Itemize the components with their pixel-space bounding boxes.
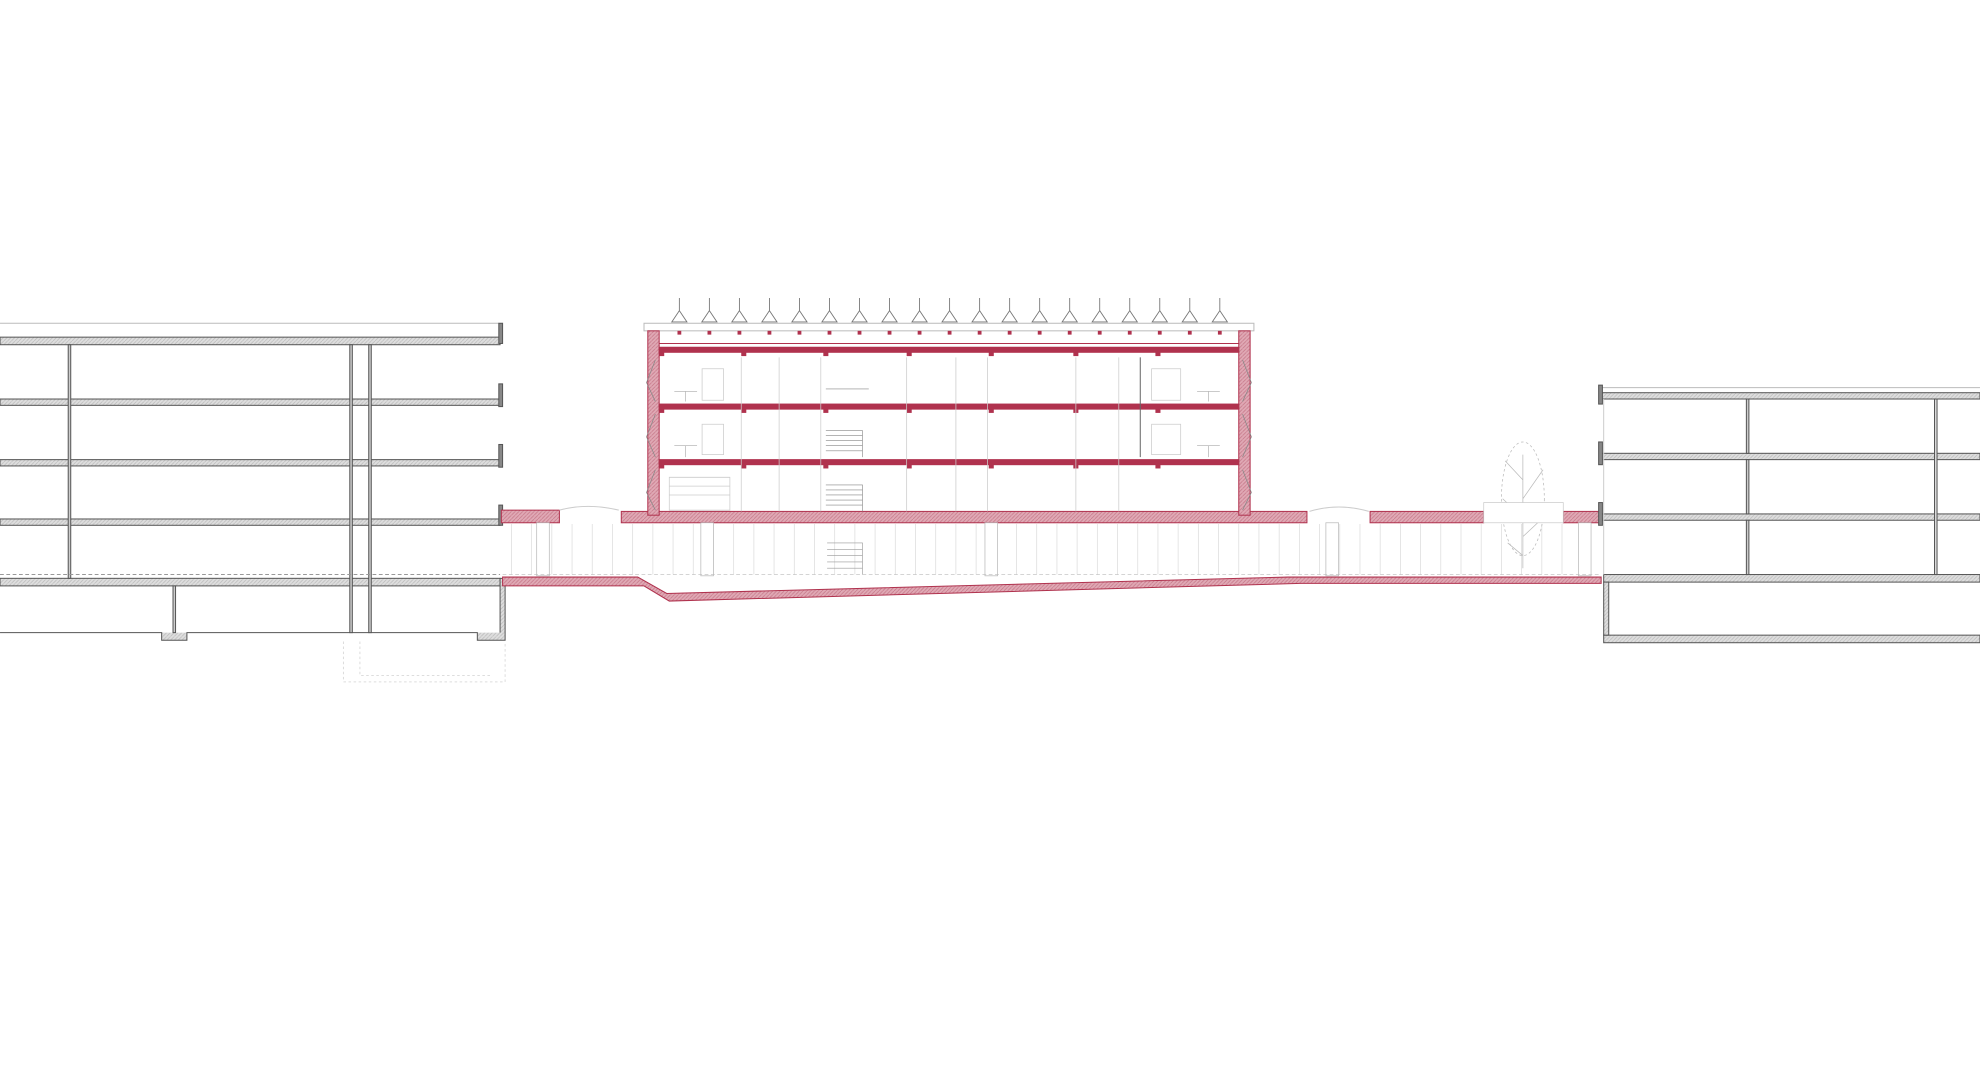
roof-fin xyxy=(941,298,958,323)
floor-slab-3 xyxy=(658,403,1240,410)
roof-fin xyxy=(1151,298,1169,323)
roof-fin xyxy=(731,298,748,323)
roof-fin-support xyxy=(767,330,772,335)
left-facade-column xyxy=(647,330,660,516)
left-floor-slab xyxy=(0,518,501,526)
podium-and-basement xyxy=(500,505,1602,602)
right-facade-column xyxy=(1238,330,1251,516)
slab-beams xyxy=(659,352,1161,469)
roof-fin xyxy=(1121,298,1139,323)
roof-fin xyxy=(1001,298,1019,323)
beam xyxy=(906,409,912,413)
beam xyxy=(741,352,747,357)
roof-fin xyxy=(851,298,868,323)
roof-fin-support xyxy=(1037,330,1042,335)
roof-parapet xyxy=(643,322,1255,332)
roof-slab xyxy=(658,346,1240,353)
roof-fin xyxy=(700,298,718,323)
stairs xyxy=(825,388,869,512)
right-terrace-slab xyxy=(1562,510,1602,524)
right-existing-building xyxy=(1598,384,1980,644)
beam xyxy=(988,464,994,469)
beam xyxy=(906,352,912,357)
beam xyxy=(659,409,665,413)
basement-sloped-slab xyxy=(502,576,1602,602)
roof-fin-support xyxy=(1007,330,1012,335)
roof-fin xyxy=(791,298,808,323)
beam xyxy=(906,464,912,469)
facade-shading xyxy=(646,359,1252,511)
roof-fin-support xyxy=(1187,330,1192,335)
roof-fin-support xyxy=(857,330,862,335)
left-ground-slab xyxy=(0,577,501,587)
ground-floor-elevation-lines xyxy=(511,522,1592,577)
right-floor-slab xyxy=(1600,452,1980,461)
roof-fin xyxy=(911,298,928,323)
roof-fin xyxy=(670,298,688,323)
pilotis-column xyxy=(536,522,550,577)
beam xyxy=(741,409,747,413)
roof-fin-support xyxy=(677,330,682,335)
roof-fin xyxy=(761,298,778,323)
floor-slab-2 xyxy=(658,459,1240,466)
roof-fin-support xyxy=(797,330,802,335)
left-existing-building xyxy=(0,322,506,683)
balcony-furniture xyxy=(674,391,1220,458)
pilotis-column xyxy=(984,522,998,577)
roof-fin xyxy=(1091,298,1109,323)
roof-fin-support xyxy=(1217,330,1222,335)
left-floor-slab xyxy=(0,398,501,406)
central-ground-slab xyxy=(620,510,1308,524)
beam xyxy=(823,409,829,413)
roof-fin xyxy=(881,298,898,323)
roof-fin-support xyxy=(827,330,832,335)
right-ground-slab xyxy=(1603,574,1980,583)
roof-fin xyxy=(1211,298,1229,323)
left-roof-slab xyxy=(0,336,501,346)
left-terrace-slab xyxy=(500,509,560,524)
roof-fin-support xyxy=(977,330,982,335)
beam xyxy=(1155,464,1161,469)
roof-solar-fins xyxy=(670,298,1229,335)
roof-fin xyxy=(1181,298,1199,323)
beam xyxy=(741,464,747,469)
right-roof-slab xyxy=(1600,392,1980,400)
roof-fin-support xyxy=(1157,330,1162,335)
pilotis-column xyxy=(1578,522,1592,577)
roof-fin-support xyxy=(1067,330,1072,335)
beam xyxy=(1155,352,1161,357)
roof-fin-support xyxy=(1127,330,1132,335)
planter xyxy=(1483,502,1564,524)
interior-elevation xyxy=(668,357,1182,512)
right-terrace-slab xyxy=(1369,510,1485,524)
central-new-building xyxy=(643,298,1255,516)
right-floor-slab xyxy=(1600,513,1980,521)
roof-fin xyxy=(821,298,838,323)
roof-fin-support xyxy=(737,330,742,335)
roof-fin xyxy=(971,298,989,323)
beam xyxy=(659,464,665,469)
roof-fin-support xyxy=(947,330,952,335)
pilotis-column xyxy=(1325,522,1339,577)
roof-fin xyxy=(1031,298,1049,323)
beam xyxy=(1155,409,1161,413)
roof-fin-support xyxy=(1097,330,1102,335)
pilotis-column xyxy=(700,522,714,577)
beam xyxy=(1073,352,1079,357)
roof-fin-support xyxy=(887,330,892,335)
roof-fin-support xyxy=(707,330,712,335)
beam xyxy=(659,352,665,357)
basement-stair xyxy=(827,542,863,575)
roof-fin-support xyxy=(917,330,922,335)
beam xyxy=(823,352,829,357)
beam xyxy=(988,409,994,413)
left-floor-slab xyxy=(0,459,501,467)
right-basement-slab xyxy=(1603,634,1980,644)
beam xyxy=(988,352,994,357)
roof-fin xyxy=(1061,298,1079,323)
left-basement-slab xyxy=(0,577,506,641)
beam xyxy=(823,464,829,469)
